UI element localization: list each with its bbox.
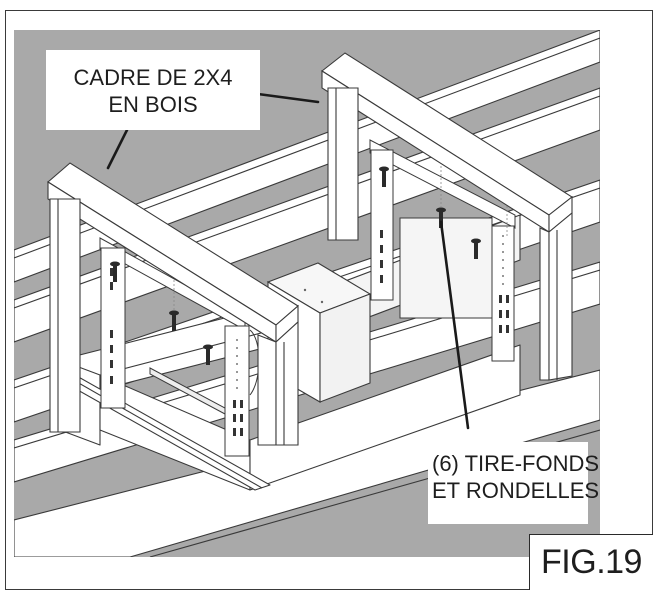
wood-frame-callout: CADRE DE 2X4 EN BOIS <box>46 50 260 130</box>
wood-frame-callout-line-1: CADRE DE 2X4 <box>73 65 233 90</box>
leader-lines <box>106 92 470 430</box>
screw-leader <box>439 220 470 430</box>
left-wood-frame <box>47 162 299 446</box>
frame-leader-right <box>256 92 320 104</box>
lag-screws-callout: (6) TIRE-FONDS ET RONDELLES <box>428 442 600 524</box>
left-metal-bracket <box>99 237 260 457</box>
wood-frame-callout-line-2: EN BOIS <box>108 92 198 117</box>
figure-number: FIG.19 <box>529 534 653 590</box>
lag-screws-callout-line-2: ET RONDELLES <box>432 478 600 503</box>
lag-screws-callout-line-1: (6) TIRE-FONDS <box>432 451 600 476</box>
frame-leader-left <box>106 128 129 170</box>
right-wood-frame <box>321 52 573 381</box>
lag-screw-icons <box>110 166 481 365</box>
